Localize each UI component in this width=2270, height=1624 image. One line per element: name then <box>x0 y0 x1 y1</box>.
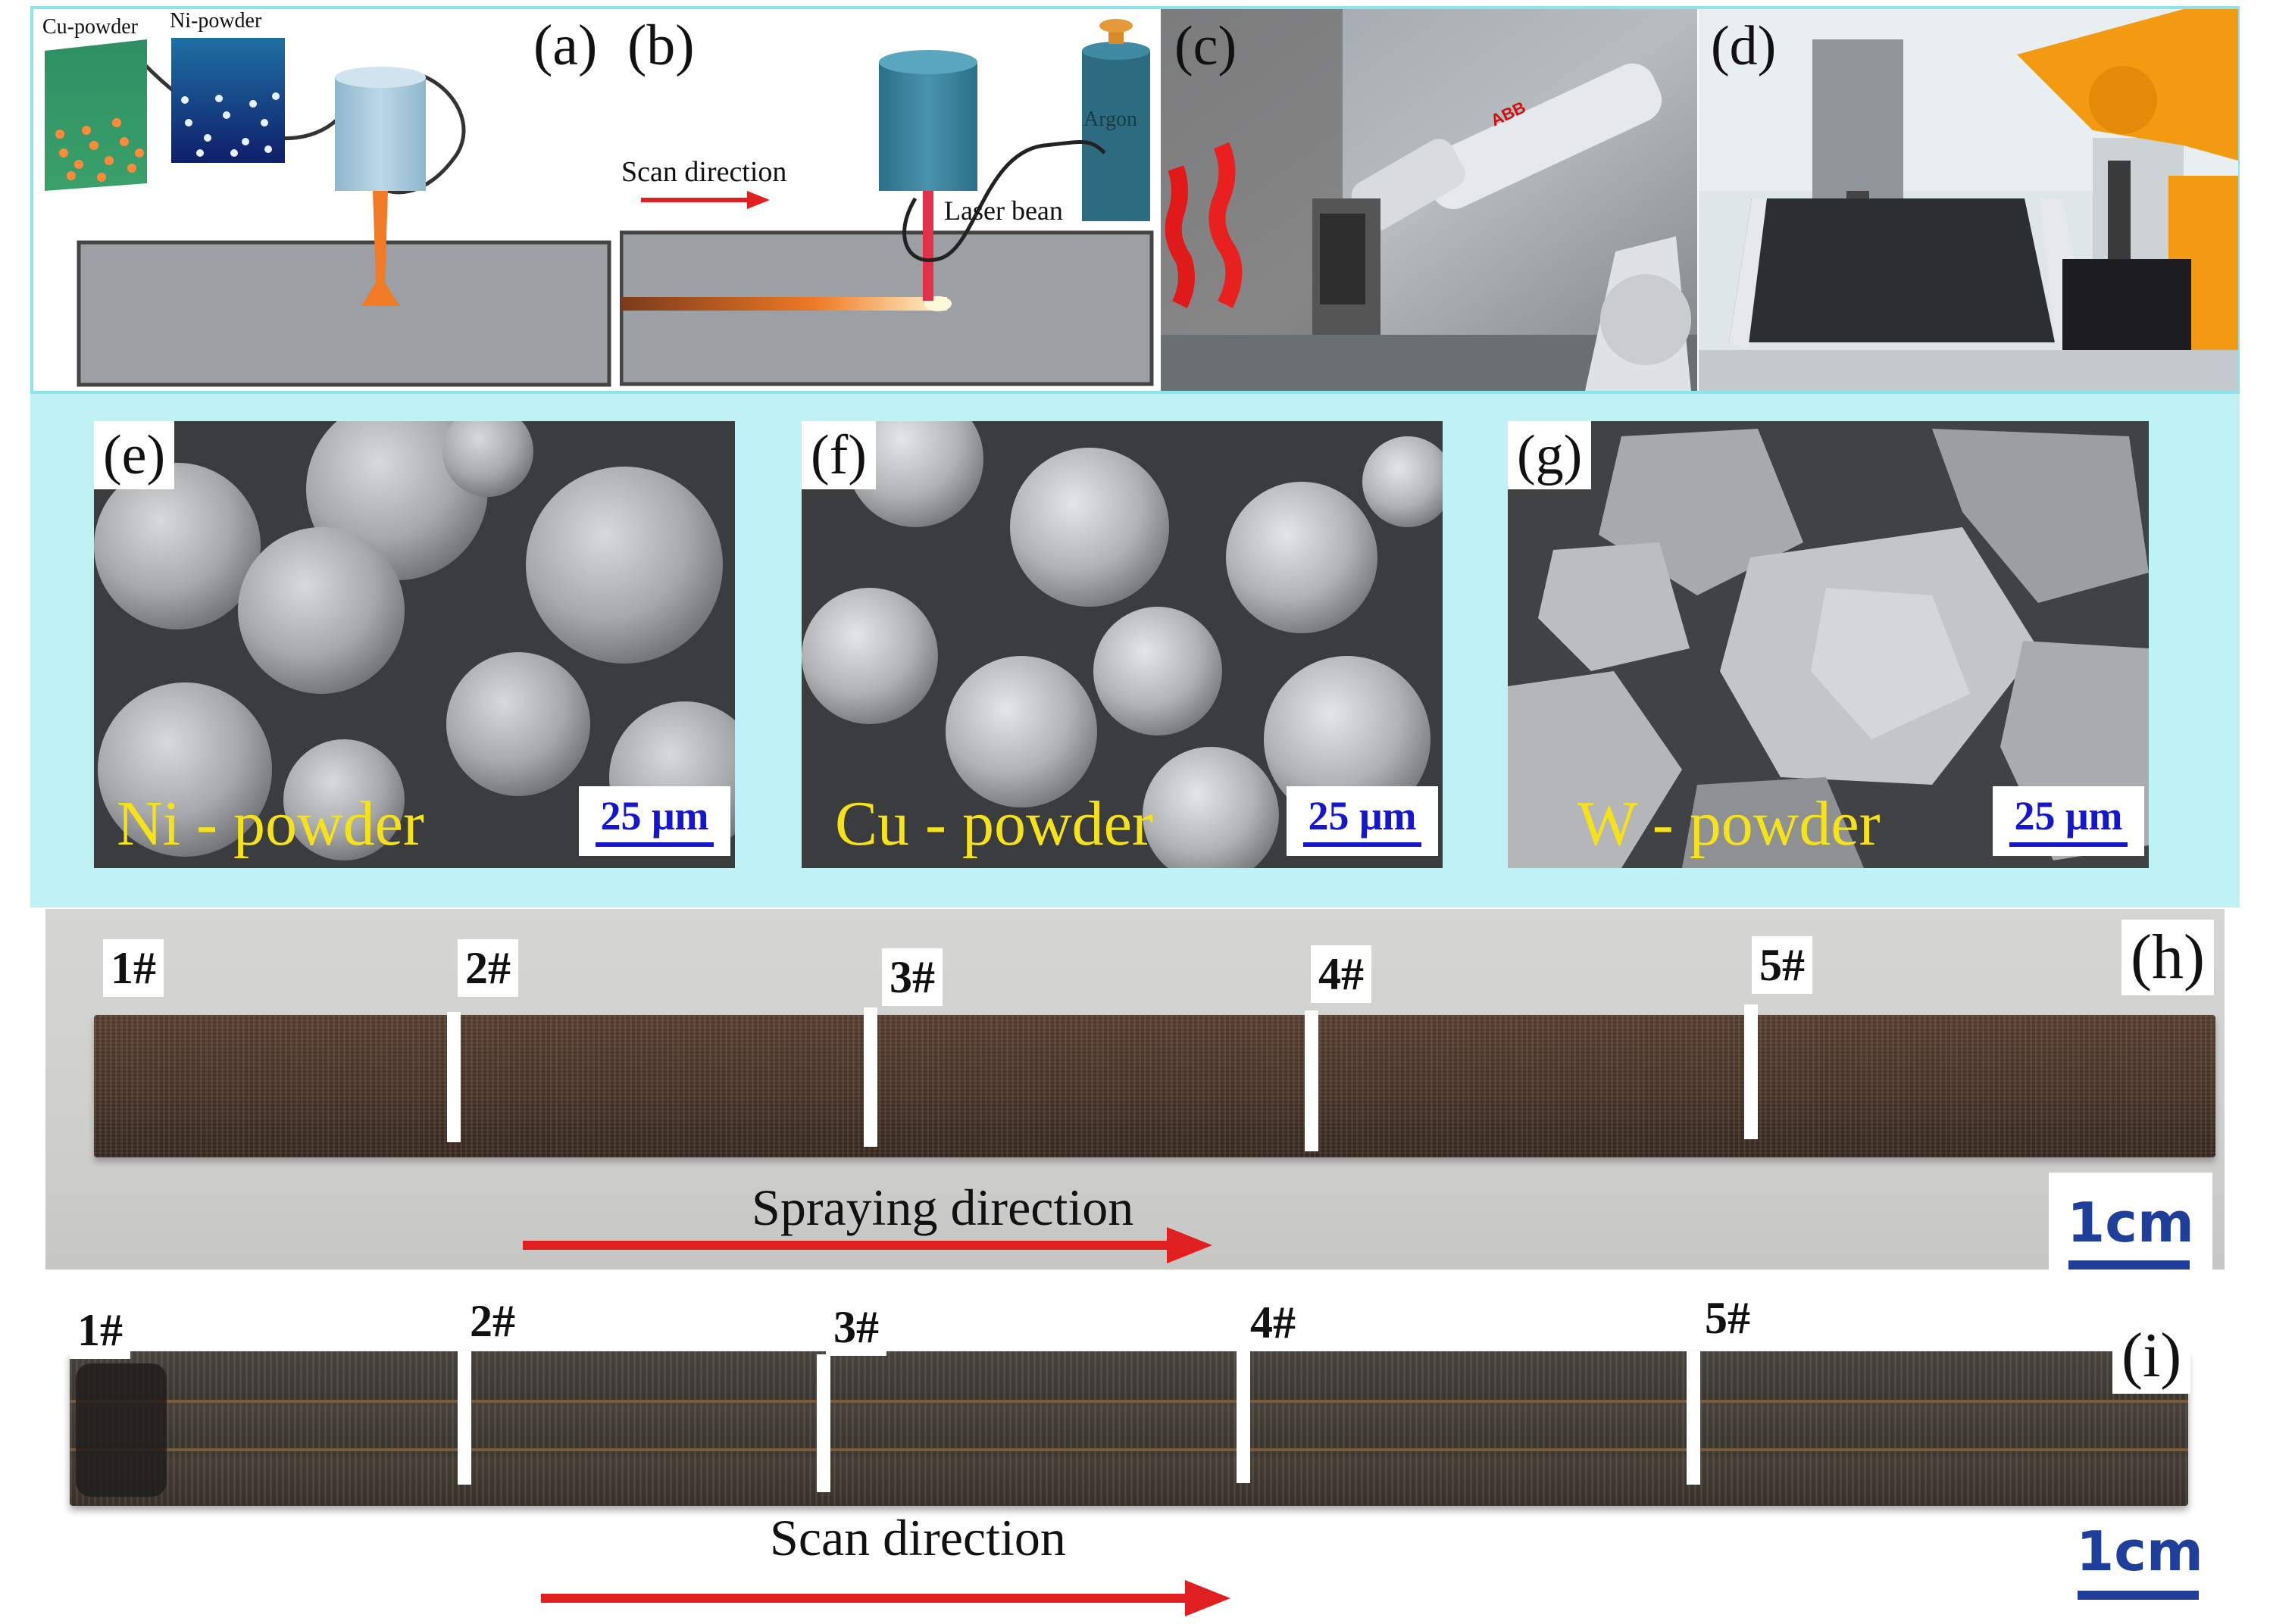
argon-label: Argon <box>1083 108 1138 131</box>
spraying-direction-label: Spraying direction <box>752 1179 1134 1236</box>
sem-image-w <box>1508 421 2149 868</box>
panel-d: (d) <box>1699 9 2238 391</box>
divider-i-2 <box>458 1351 471 1485</box>
track-line-i-1 <box>70 1400 2188 1403</box>
scale-text-f: 25 μm <box>1308 793 1417 839</box>
scale-bar-f: 25 μm <box>1287 786 1438 856</box>
marker-h-4: 4# <box>1311 945 1371 1003</box>
divider-h-3 <box>864 1007 877 1147</box>
ni-powder-title: Ni - powder <box>117 789 424 859</box>
scale-text-g: 25 μm <box>2014 793 2123 839</box>
scale-text-h: 1cm <box>2067 1191 2194 1254</box>
divider-h-2 <box>447 1012 461 1142</box>
scale-line-h <box>2068 1260 2190 1270</box>
scale-line-i <box>2078 1591 2199 1600</box>
scan-direction-label: Scan direction <box>621 156 787 188</box>
marker-i-1: 1# <box>70 1301 130 1359</box>
marker-i-3: 3# <box>826 1298 886 1356</box>
panel-label-e: (e) <box>94 421 175 489</box>
spraying-direction-arrow <box>523 1227 1212 1263</box>
marker-i-4: 4# <box>1243 1294 1303 1351</box>
panel-label-h: (h) <box>2121 920 2214 995</box>
track-line-i-2 <box>70 1448 2188 1451</box>
divider-i-5 <box>1687 1351 1700 1485</box>
panel-label-d: (d) <box>1711 15 1777 77</box>
marker-i-2: 2# <box>462 1292 523 1350</box>
robot-photo-c: ABB <box>1161 9 1697 391</box>
marker-h-5: 5# <box>1752 936 1812 994</box>
substrate-block <box>77 240 611 387</box>
panel-e: (e) Ni - powder 25 μm <box>94 421 735 868</box>
sample-bar-i <box>70 1351 2188 1506</box>
panel-c: ABB (c) <box>1161 9 1697 391</box>
nozzle-cylinder <box>335 77 426 191</box>
sem-image-cu <box>802 421 1443 868</box>
divider-h-5 <box>1744 1004 1758 1139</box>
divider-h-4 <box>1305 1010 1318 1151</box>
marker-i-5: 5# <box>1697 1289 1758 1347</box>
marker-h-3: 3# <box>882 948 943 1006</box>
panel-label-c: (c) <box>1174 15 1237 77</box>
panel-a: Cu-powder Ni-powder (a) <box>33 9 618 391</box>
scan-direction-arrow <box>541 1580 1230 1616</box>
argon-hose <box>902 140 1106 262</box>
spray-jet <box>361 191 400 306</box>
burn-mark-i <box>76 1363 167 1497</box>
panel-a-schematic <box>45 38 611 387</box>
panel-label-a: (a) <box>533 14 598 77</box>
panel-b: Scan direction Laser bean Argon (b) <box>619 9 1159 391</box>
cu-powder-label: Cu-powder <box>42 15 138 39</box>
ni-powder-container <box>171 38 285 163</box>
cu-powder-title: Cu - powder <box>835 789 1153 859</box>
panel-label-f: (f) <box>802 421 876 489</box>
laser-bean-label: Laser bean <box>944 195 1063 226</box>
panel-f: (f) Cu - powder 25 μm <box>802 421 1443 868</box>
panel-label-b: (b) <box>627 14 695 77</box>
cladding-track <box>621 297 947 311</box>
panel-label-i: (i) <box>2112 1318 2191 1394</box>
laser-beam <box>923 191 933 301</box>
top-row-frame <box>30 6 2240 394</box>
w-powder-title: W - powder <box>1577 789 1881 859</box>
scale-text-e: 25 μm <box>600 793 709 839</box>
scale-text-i: 1cm <box>2076 1519 2203 1583</box>
panel-g: (g) W - powder 25 μm <box>1508 421 2149 868</box>
laser-head <box>879 62 977 191</box>
divider-i-4 <box>1237 1348 1250 1483</box>
scan-direction-label-i: Scan direction <box>770 1509 1066 1566</box>
divider-i-3 <box>817 1354 830 1492</box>
scale-bar-g: 25 μm <box>1993 786 2144 856</box>
panel-b-schematic <box>619 19 1154 386</box>
robot-photo-d <box>1699 9 2238 391</box>
panel-label-g: (g) <box>1508 421 1592 489</box>
marker-h-2: 2# <box>458 939 518 997</box>
marker-h-1: 1# <box>103 939 164 997</box>
sample-bar-h <box>94 1015 2215 1157</box>
ni-powder-label: Ni-powder <box>170 9 262 33</box>
scale-bar-e: 25 μm <box>579 786 730 856</box>
cu-powder-container <box>45 39 147 191</box>
argon-tank <box>1082 51 1150 221</box>
